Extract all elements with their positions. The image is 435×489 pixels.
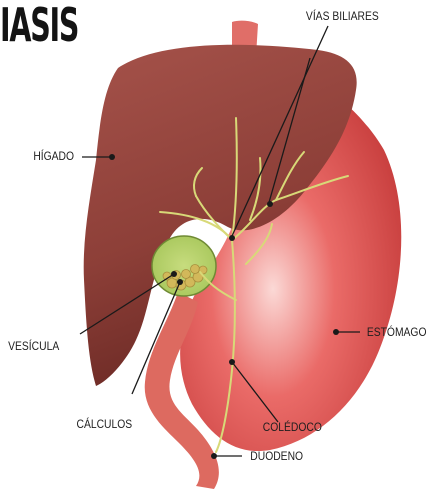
label-duodeno: DUODENO [250,450,303,462]
dot-estomago [333,329,339,335]
label-calculos: CÁLCULOS [77,418,133,430]
label-vias-biliares: VÍAS BILIARES [306,10,379,22]
dot-vesicula [171,271,177,277]
dot-vias-biliares [229,235,235,241]
dot-calculos [177,279,183,285]
dot-higado [109,154,115,160]
dot-duodeno [211,453,217,459]
label-estomago: ESTÓMAGO [367,326,427,338]
label-coledoco: COLÉDOCO [263,421,322,433]
gallstone [182,270,191,279]
label-higado: HÍGADO [33,150,74,162]
gallstone [191,265,200,274]
label-vesicula: VESÍCULA [8,340,59,352]
dot-coledoco [229,359,235,365]
dot-vias-biliares-2 [267,201,273,207]
